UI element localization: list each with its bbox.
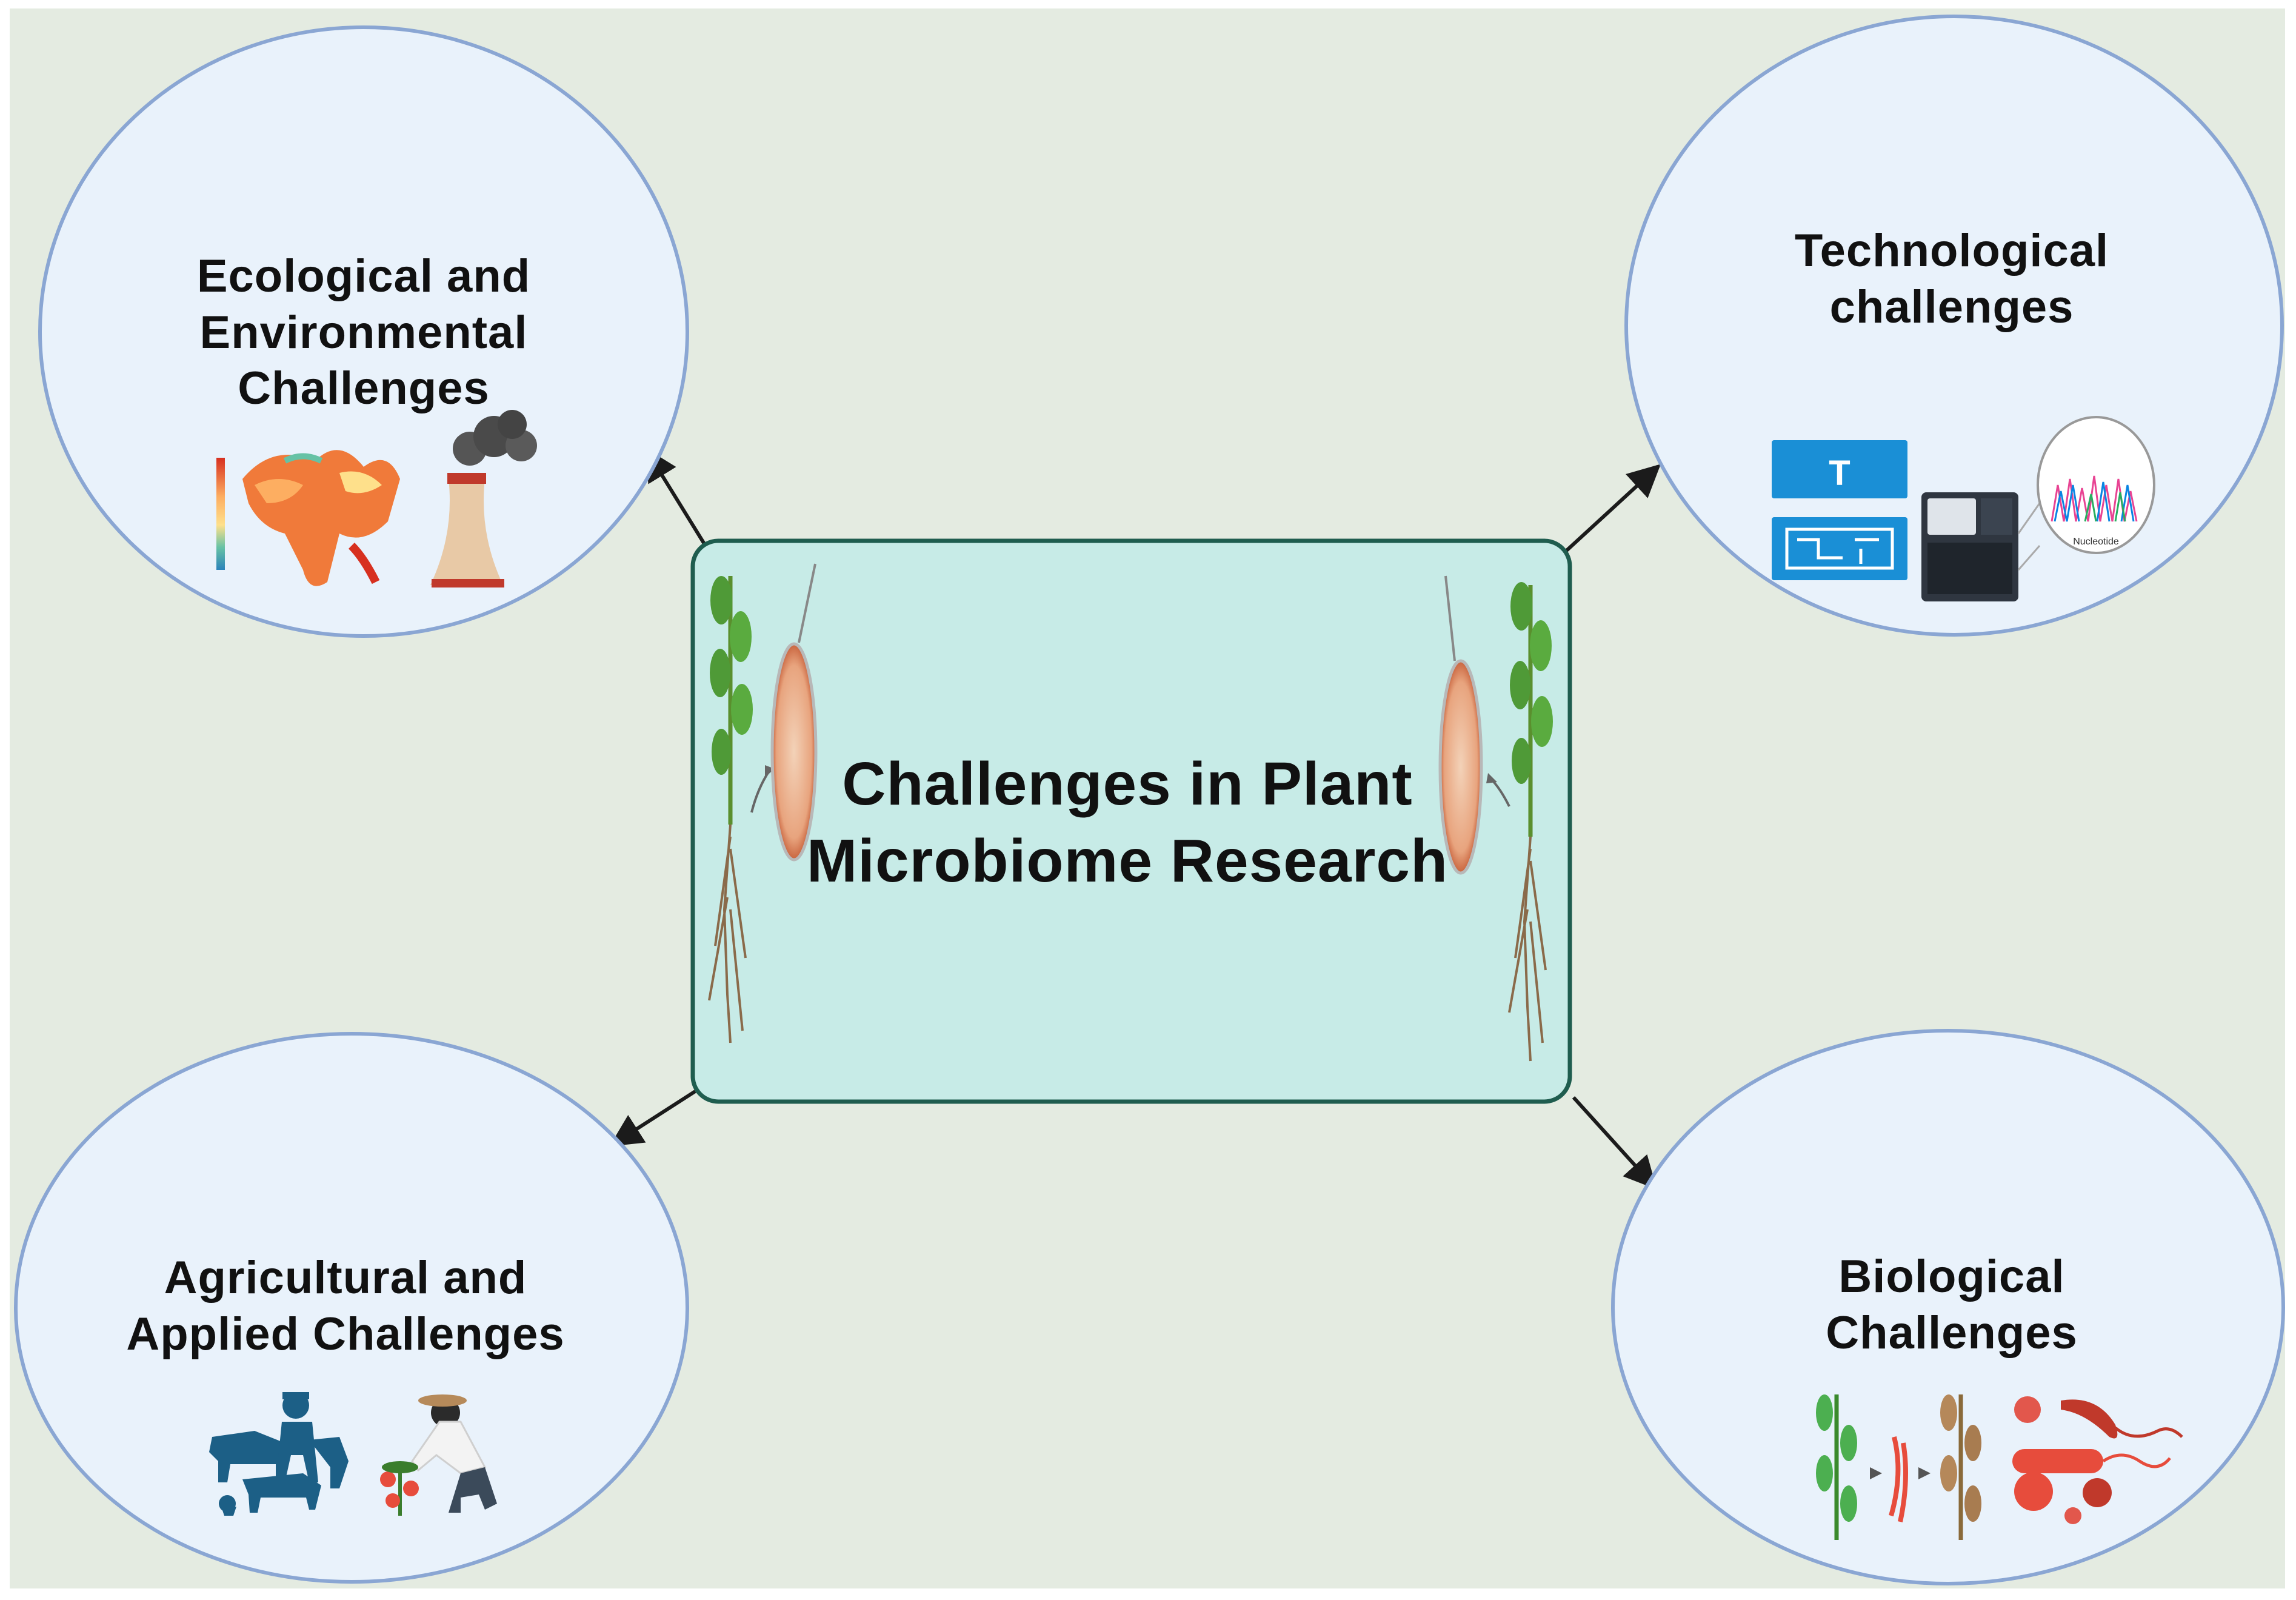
node-ecological-shape [38, 25, 689, 638]
node-agricultural-line2: Applied Challenges [126, 1308, 565, 1360]
livestock-farmer-icon [209, 1392, 349, 1516]
plant-progression-icon [1816, 1394, 1981, 1540]
arrow-to-agricultural [609, 1090, 696, 1146]
node-ecological-line2: Environmental [199, 306, 528, 358]
factory-smokestack-icon [430, 410, 537, 587]
arrow-to-biological [1572, 1096, 1657, 1190]
node-ecological-line1: Ecological and [196, 250, 531, 302]
node-biological-line1: Biological [1838, 1251, 2065, 1302]
arrow-to-ecological [645, 447, 706, 545]
chromatogram-icon: Nucleotide [2017, 416, 2155, 571]
node-ecological-line3: Challenges [238, 363, 490, 415]
svg-text:T: T [1829, 454, 1850, 493]
node-technological-label: Technological challenges [1746, 223, 2158, 335]
node-agricultural-line1: Agricultural and [164, 1252, 527, 1304]
center-box [690, 538, 1572, 1104]
center-title-line1: Challenges in Plant [842, 750, 1413, 818]
node-biological-shape [1611, 1029, 2285, 1585]
plant-petri-left-icon [708, 563, 818, 1043]
chromatogram-caption: Nucleotide [2073, 537, 2119, 547]
center-title: Challenges in Plant Microbiome Research [806, 746, 1449, 900]
node-biological-line2: Challenges [1826, 1307, 2078, 1359]
node-biological-label: Biological Challenges [1746, 1249, 2158, 1361]
node-technological-line2: challenges [1829, 281, 2074, 333]
sequencer-machine-icon [1921, 492, 2018, 601]
node-agricultural-label: Agricultural and Applied Challenges [97, 1250, 594, 1362]
connector-arrows [609, 447, 1661, 1190]
arrow-to-technological [1553, 464, 1661, 563]
plant-petri-right-icon [1438, 575, 1553, 1062]
gardener-tomato-icon [380, 1394, 497, 1516]
microbes-icon [2012, 1396, 2183, 1524]
node-ecological-label: Ecological and Environmental Challenges [164, 249, 564, 417]
node-agricultural-shape [14, 1032, 689, 1584]
tablet-t-icon: T [1772, 440, 1907, 580]
node-technological-line1: Technological [1794, 225, 2109, 276]
center-title-line2: Microbiome Research [806, 827, 1449, 895]
world-heat-map-icon [216, 450, 400, 586]
